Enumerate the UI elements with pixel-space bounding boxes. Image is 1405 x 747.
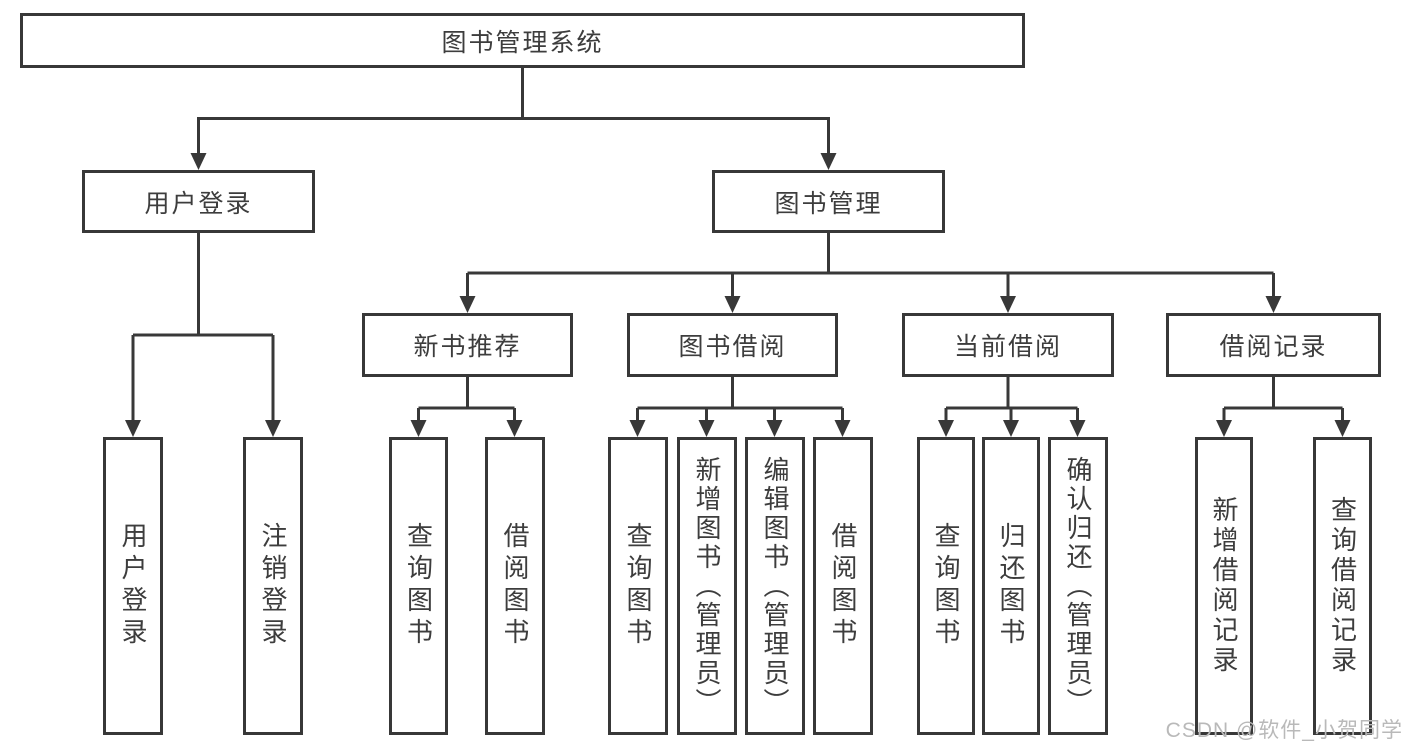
- leaf-br-add-record: 新增借阅记录: [1195, 437, 1253, 735]
- node-borrowing-records: 借阅记录: [1166, 313, 1381, 377]
- leaf-br-query-record: 查询借阅记录: [1313, 437, 1372, 735]
- leaf-cb-confirm-return-admin-label: 确认归还（管理员）: [1063, 455, 1093, 717]
- leaf-nb-query-books: 查询图书: [389, 437, 448, 735]
- node-book-management-label: 图书管理: [774, 189, 883, 218]
- leaf-nb-query-books-label: 查询图书: [403, 522, 434, 650]
- node-user-login: 用户登录: [82, 170, 315, 233]
- leaf-bb-query-books-label: 查询图书: [623, 522, 653, 650]
- leaf-cb-query-books-label: 查询图书: [931, 522, 961, 650]
- node-book-borrowing: 图书借阅: [627, 313, 838, 377]
- node-user-login-label: 用户登录: [144, 189, 253, 218]
- leaf-bb-add-books-admin: 新增图书（管理员）: [677, 437, 737, 735]
- leaf-br-add-record-label: 新增借阅记录: [1209, 496, 1239, 676]
- leaf-bb-edit-books-admin-label: 编辑图书（管理员）: [760, 455, 790, 717]
- leaf-nb-borrow-books: 借阅图书: [485, 437, 545, 735]
- leaf-cb-query-books: 查询图书: [917, 437, 975, 735]
- leaf-cb-confirm-return-admin: 确认归还（管理员）: [1048, 437, 1108, 735]
- leaf-nb-borrow-books-label: 借阅图书: [500, 522, 530, 650]
- leaf-user-login: 用户登录: [103, 437, 163, 735]
- leaf-bb-add-books-admin-label: 新增图书（管理员）: [692, 455, 722, 717]
- leaf-bb-borrow-books-label: 借阅图书: [828, 522, 858, 650]
- node-book-management: 图书管理: [712, 170, 945, 233]
- leaf-logout-label: 注销登录: [258, 522, 288, 650]
- leaf-br-query-record-label: 查询借阅记录: [1327, 496, 1358, 676]
- leaf-cb-return-books: 归还图书: [982, 437, 1040, 735]
- node-root-label: 图书管理系统: [441, 28, 604, 57]
- leaf-bb-edit-books-admin: 编辑图书（管理员）: [745, 437, 805, 735]
- leaf-bb-query-books: 查询图书: [608, 437, 668, 735]
- node-borrowing-records-label: 借阅记录: [1219, 333, 1328, 361]
- leaf-logout: 注销登录: [243, 437, 303, 735]
- node-current-borrowing: 当前借阅: [902, 313, 1114, 377]
- leaf-bb-borrow-books: 借阅图书: [813, 437, 873, 735]
- node-new-book-recommend: 新书推荐: [362, 313, 573, 377]
- leaf-cb-return-books-label: 归还图书: [996, 522, 1026, 650]
- node-root: 图书管理系统: [20, 13, 1025, 68]
- leaf-user-login-label: 用户登录: [118, 522, 148, 650]
- node-book-borrowing-label: 图书借阅: [678, 333, 787, 361]
- node-current-borrowing-label: 当前借阅: [953, 333, 1062, 361]
- node-new-book-recommend-label: 新书推荐: [413, 333, 522, 361]
- csdn-watermark: CSDN @软件_小贺同学: [1165, 719, 1403, 742]
